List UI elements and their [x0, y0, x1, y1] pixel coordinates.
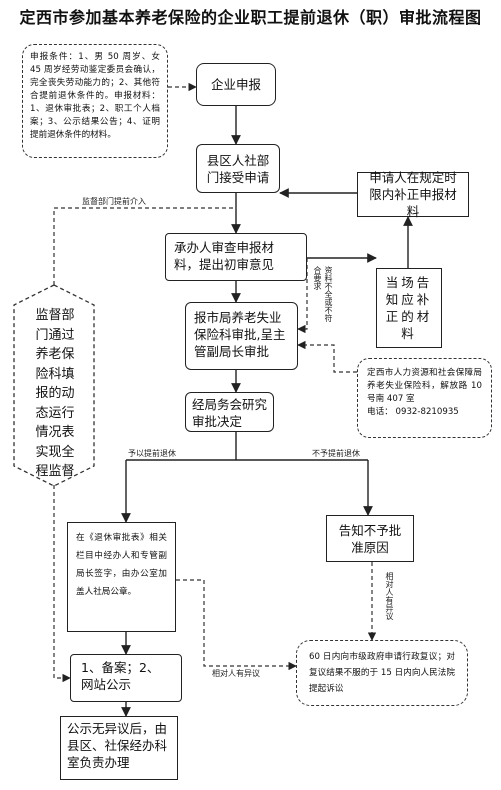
label-approve: 予以提前退休 [128, 449, 176, 458]
edge-review-city-dashed [297, 258, 308, 334]
node-retire-form-label: 在《退休审批表》相关栏目中经办人和专管副局长签字，由办公室加盖人社局公章。 [76, 533, 167, 597]
label-incomplete: 资料不全或不符合要求 [313, 266, 333, 322]
node-county-accept: 县区人社部门接受申请 [196, 144, 280, 193]
node-final: 公示无异议后，由县区、社保经办科室负责办理 [60, 716, 178, 780]
node-city-review-label: 报市局养老失业保险科审批,呈主管副局长审批 [194, 310, 286, 359]
node-reject-label: 告知不予批准原因 [338, 522, 402, 555]
node-city-review: 报市局养老失业保险科审批,呈主管副局长审批 [185, 302, 298, 370]
node-notify-supplement: 当场告知应补正的材料 [376, 268, 442, 348]
node-apply-label: 企业申报 [210, 77, 261, 92]
edge-supervise-intervene [53, 207, 236, 285]
node-meeting-label: 经局务会研究审批决定 [192, 397, 268, 429]
node-notify-supplement-label: 当场告知应补正的材料 [385, 275, 433, 341]
node-review: 承办人审查申报材料，提出初审意见 [165, 233, 307, 281]
label-supervise-intervene: 监督部门提前介入 [82, 197, 146, 206]
label-objection: 相对人有异议 [212, 669, 260, 678]
node-appeal: 60 日内向市级政府申请行政复议；对复议结果不服的于 15 日内向人民法院提起诉… [296, 640, 468, 706]
contact-box: 定西市人力资源和社会保障局养老失业保险科，解放路 10 号南 407 室 电话：… [357, 358, 492, 438]
edge-form-appeal [176, 579, 297, 671]
node-supplement: 申请人在规定时限内补正申报材料 [357, 170, 469, 219]
node-review-label: 承办人审查申报材料，提出初审意见 [174, 240, 275, 272]
edge-contact-city [297, 340, 357, 373]
node-county-accept-label: 县区人社部门接受申请 [206, 152, 270, 185]
conditions-text: 申报条件：1、男 50 周岁、女 45 周岁经劳动鉴定委员会确认，完全丧失劳动能… [30, 52, 160, 140]
label-disapprove: 不予提前退休 [312, 449, 360, 458]
supervise-box [14, 285, 94, 485]
conditions-box: 申报条件：1、男 50 周岁、女 45 周岁经劳动鉴定委员会确认，完全丧失劳动能… [22, 44, 168, 158]
node-apply: 企业申报 [196, 63, 276, 106]
node-retire-form: 在《退休审批表》相关栏目中经办人和专管副局长签字，由办公室加盖人社局公章。 [67, 522, 176, 632]
node-filing: 1、备案；2、网站公示 [70, 654, 182, 702]
node-reject: 告知不予批准原因 [326, 515, 414, 562]
edge-supervise-filing [53, 485, 71, 683]
node-final-label: 公示无异议后，由县区、社保经办科室负责办理 [67, 721, 168, 770]
node-appeal-label: 60 日内向市级政府申请行政复议；对复议结果不服的于 15 日内向人民法院提起诉… [309, 652, 455, 694]
page-title: 定西市参加基本养老保险的企业职工提前退休（职）审批流程图 [19, 8, 482, 27]
contact-address: 定西市人力资源和社会保障局养老失业保险科，解放路 10 号南 407 室 [367, 368, 482, 404]
node-supervise-label: 监督部门通过养老保险科填报的动态运行情况表实现全程监督 [35, 308, 75, 479]
contact-phone: 电话： 0932-8210935 [367, 407, 459, 417]
node-filing-label: 1、备案；2、网站公示 [81, 660, 160, 692]
label-objection-vertical: 相对人有异议 [385, 572, 394, 620]
node-supplement-label: 申请人在规定时限内补正申报材料 [369, 170, 457, 219]
node-meeting: 经局务会研究审批决定 [185, 392, 274, 432]
